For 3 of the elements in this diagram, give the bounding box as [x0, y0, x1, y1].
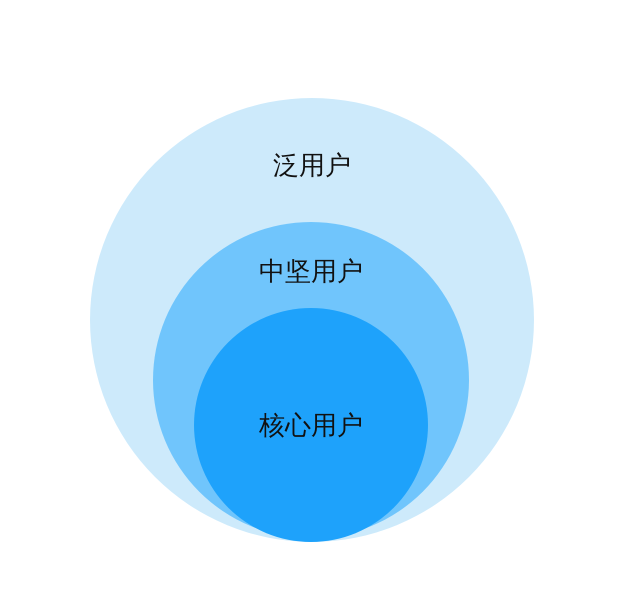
circle-label: 核心用户: [258, 410, 364, 443]
circle-label: 泛用户: [272, 150, 352, 183]
circle-label: 中坚用户: [258, 256, 364, 289]
